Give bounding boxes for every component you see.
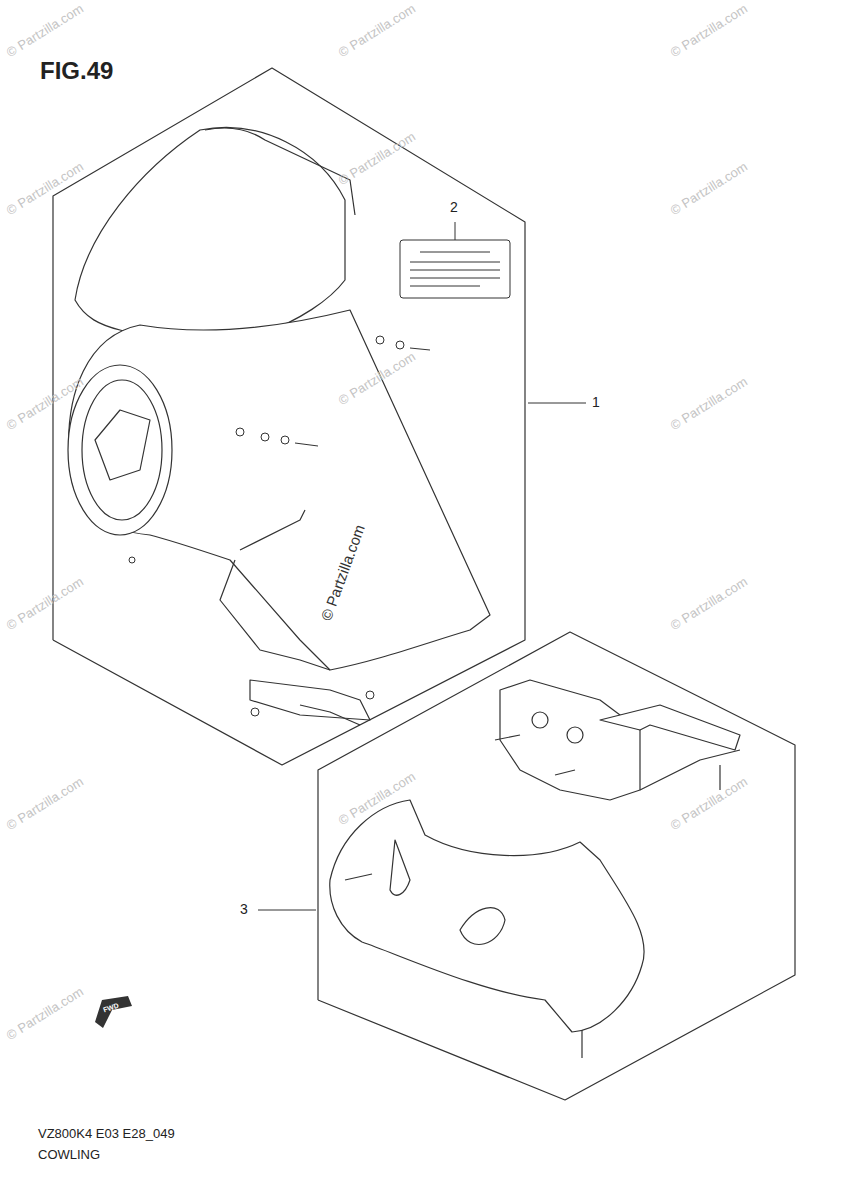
leader-line [455,222,456,240]
leader-line [258,910,316,911]
mounting-bracket [500,680,640,800]
upper-cowl [68,127,490,725]
screw [410,348,430,350]
forward-arrow [95,996,132,1028]
group-frames [53,68,795,1100]
watermark: © Partzilla.com [668,575,750,634]
watermark: © Partzilla.com [4,775,86,834]
screw [345,874,372,880]
label-line [410,278,500,279]
watermark: © Partzilla.com [668,2,750,61]
watermark: © Partzilla.com [336,2,418,61]
watermark: © Partzilla.com [668,160,750,219]
lower-cowl-vent [390,840,410,895]
watermark: © Partzilla.com [4,575,86,634]
bolt [555,770,575,775]
windscreen-trim [205,128,355,215]
lower-cowl [330,680,740,1058]
bolt [376,336,384,344]
nut [366,691,374,699]
watermark: © Partzilla.com [668,375,750,434]
drawing-code: VZ800K4 E03 E28_049 [38,1127,175,1141]
arrow-shape [95,996,132,1028]
screw [295,443,318,446]
headlight-mount [95,410,150,480]
label-line [410,270,500,271]
label-line [410,286,480,287]
upper-group-frame [53,68,525,765]
bracket-hole [567,727,583,743]
fasteners [129,336,430,716]
frame-rod [220,510,330,670]
figure-caption: COWLING [38,1148,100,1162]
lower-bracket [250,680,370,720]
callout-number: 3 [240,902,248,917]
watermark: © Partzilla.com [4,985,86,1044]
watermark: © Partzilla.com [336,130,418,189]
washer [396,341,404,349]
nut [129,557,135,563]
washer [281,436,289,444]
label-plate-outline [400,240,510,298]
label-line [420,252,490,253]
washer [261,433,269,441]
windscreen [75,127,345,340]
label-plate [400,240,510,298]
watermark: © Partzilla.com [4,160,86,219]
bolt [719,765,720,790]
lower-group-frame [318,632,795,1100]
bracket-arm [600,705,740,750]
bolt [495,735,520,740]
bolt [236,428,244,436]
callout-number: 1 [592,395,600,410]
headlight-opening [68,365,172,535]
lower-cowl-vent [460,908,505,945]
watermark: © Partzilla.com [668,775,750,834]
callout-number: 2 [450,200,458,215]
bolt [251,708,259,716]
leader-line [528,403,586,404]
watermark: © Partzilla.com [4,2,86,61]
label-line [410,262,500,263]
fairing-body [69,310,490,670]
lower-bracket-edge [300,705,360,725]
lower-cowl-body [330,800,644,1032]
screw [581,1030,582,1058]
headlight-rim [82,380,162,520]
bracket-hole [532,712,548,728]
figure-title: FIG.49 [40,58,113,84]
